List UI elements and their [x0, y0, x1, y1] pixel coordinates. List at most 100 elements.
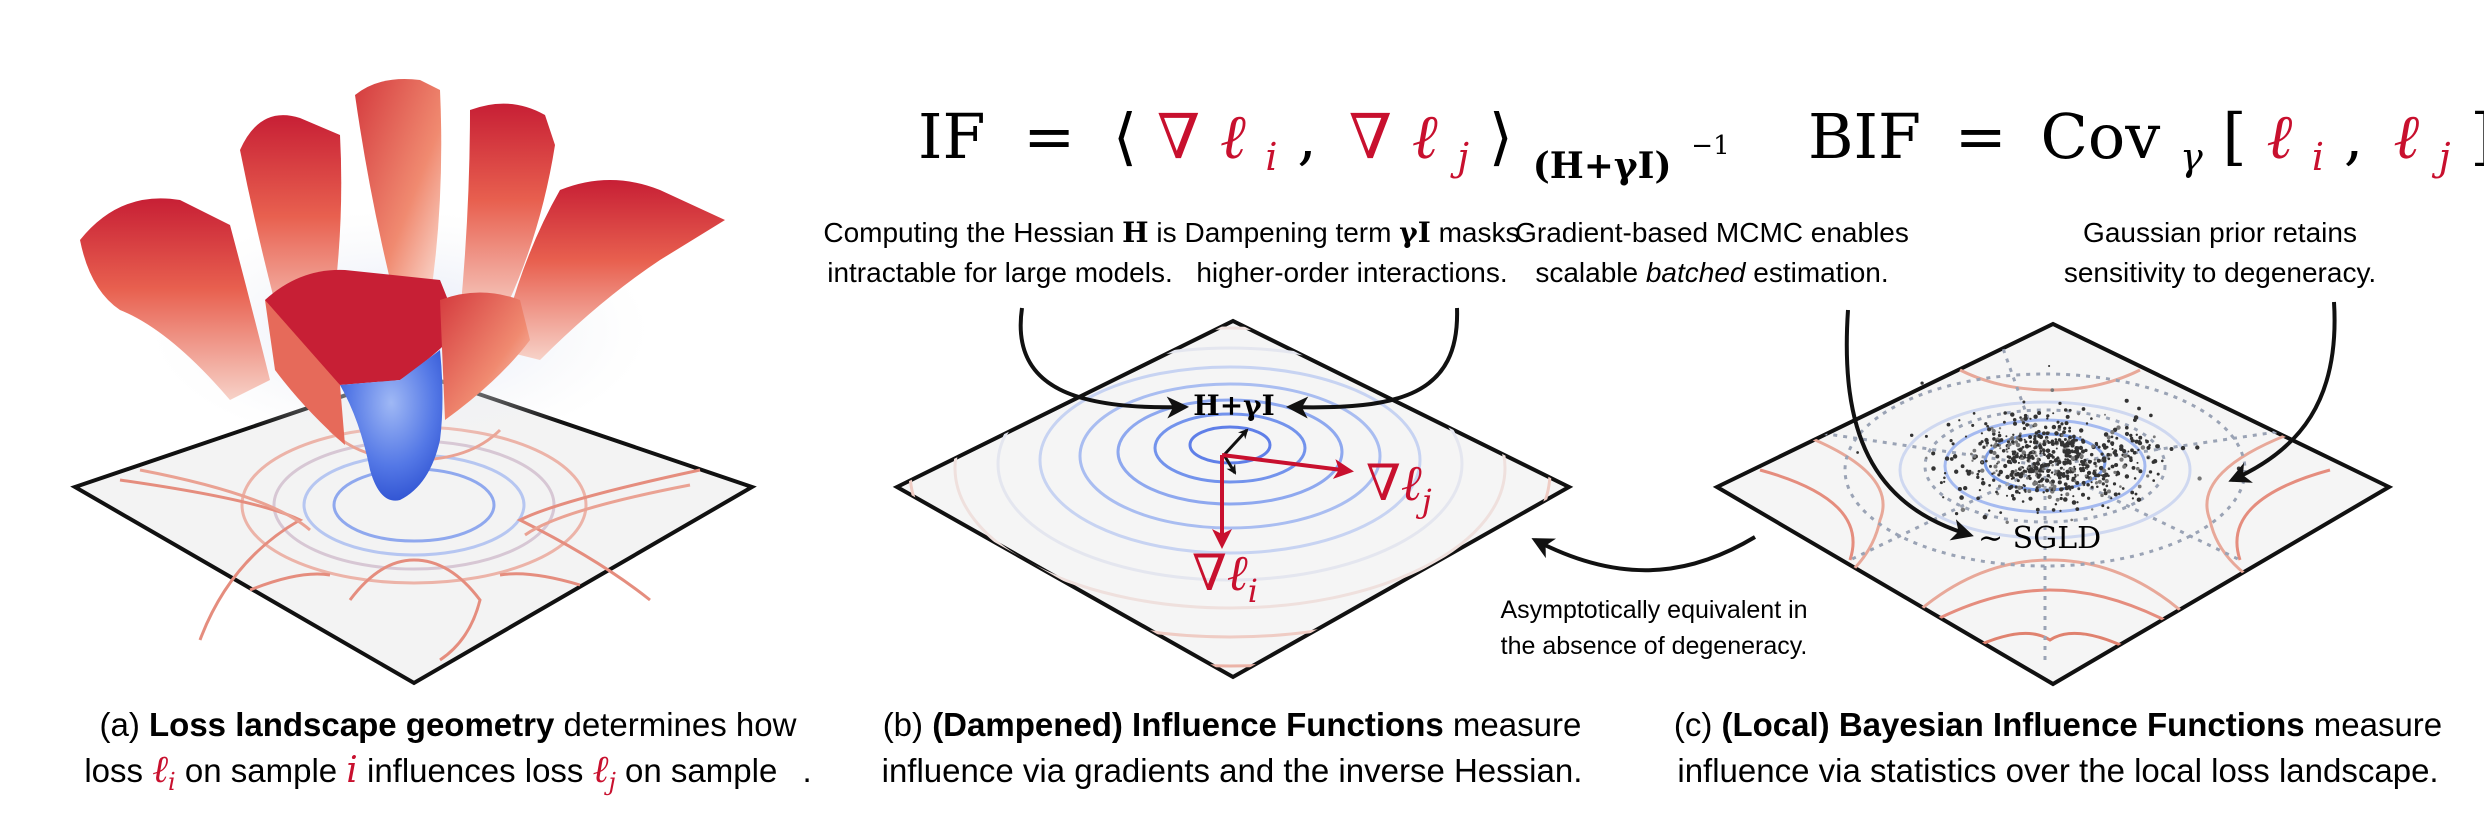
sgld-sample-point — [1986, 424, 1989, 428]
sgld-sample-point — [2066, 448, 2071, 453]
sgld-sample-point — [2134, 492, 2138, 496]
sgld-sample-point — [1856, 451, 1859, 454]
sgld-sample-point — [1963, 485, 1968, 491]
sgld-sample-point — [2074, 445, 2079, 451]
sgld-sample-point — [2003, 463, 2008, 469]
formula-bif-cov: Cov — [2040, 100, 2160, 173]
sgld-sample-point — [1998, 427, 2002, 430]
sgld-sample-point — [2003, 411, 2007, 415]
sgld-sample-point — [1980, 440, 1984, 444]
equivalence-note: Asymptotically equivalent in the absence… — [1500, 596, 1807, 660]
sgld-sample-point — [2077, 487, 2081, 491]
sgld-sample-point — [2106, 506, 2110, 510]
sgld-sample-point — [2066, 475, 2069, 478]
sgld-sample-point — [2098, 465, 2104, 471]
note-mcmc: Gradient-based MCMC enables — [1515, 217, 1909, 248]
formula-bif-sub-j: j — [2432, 135, 2451, 179]
sgld-sample-point — [2050, 388, 2055, 392]
sgld-sample-point — [2029, 417, 2032, 420]
sgld-sample-point — [2045, 488, 2049, 493]
sgld-sample-point — [2083, 458, 2087, 463]
sgld-sample-point — [2096, 485, 2099, 488]
sgld-sample-point — [2058, 401, 2062, 406]
formula-if-nabla-1: ∇ — [1157, 100, 1200, 173]
sgld-sample-point — [2062, 472, 2066, 475]
sgld-sample-point — [1977, 469, 1981, 473]
sgld-sample-point — [2018, 438, 2021, 441]
sgld-sample-point — [2006, 444, 2010, 449]
sgld-sample-point — [2107, 457, 2111, 461]
sgld-sample-point — [2051, 481, 2054, 484]
sgld-sample-point — [2016, 479, 2020, 483]
sgld-sample-point — [2038, 444, 2042, 448]
sgld-sample-point — [2076, 501, 2079, 504]
sgld-sample-point — [2018, 434, 2022, 438]
sgld-sample-point — [2081, 407, 2086, 411]
sgld-sample-point — [2029, 451, 2033, 455]
sgld-sample-point — [1980, 468, 1985, 473]
sgld-sample-point — [1957, 486, 1962, 492]
panel-c-landscape: ∼ SGLD — [1712, 301, 2394, 687]
sgld-sample-point — [2043, 440, 2046, 443]
sgld-sample-point — [1984, 422, 1988, 426]
sgld-sample-point — [2072, 434, 2076, 439]
sgld-sample-point — [2138, 435, 2143, 440]
sgld-sample-point — [2036, 461, 2041, 466]
sgld-sample-point — [2075, 451, 2080, 456]
sgld-sample-point — [2107, 474, 2110, 478]
sgld-sample-point — [2060, 434, 2064, 437]
sgld-sample-point — [2012, 418, 2017, 422]
sgld-sample-point — [2009, 472, 2014, 477]
sgld-sample-point — [2146, 456, 2150, 460]
sgld-sample-point — [2024, 440, 2028, 444]
sgld-sample-point — [2122, 464, 2127, 469]
sgld-sample-point — [2032, 481, 2037, 486]
sgld-sample-point — [2116, 470, 2120, 474]
panel-c-formula: BIF = Cov γ [ ℓ i , ℓ j ] — [1808, 100, 2484, 179]
sgld-sample-point — [2070, 485, 2074, 490]
sgld-sample-point — [2050, 488, 2054, 492]
sgld-sample-point — [2005, 474, 2010, 480]
sgld-sample-point — [1964, 435, 1968, 438]
sgld-sample-point — [2005, 494, 2009, 497]
sgld-sample-point — [2124, 398, 2129, 403]
panel-c-arrow-from-prior-note — [2228, 301, 2337, 483]
sgld-sample-point — [2007, 455, 2012, 459]
sgld-sample-point — [1972, 448, 1977, 453]
sgld-sample-point — [2086, 496, 2091, 500]
sgld-sample-point — [2131, 465, 2136, 470]
formula-if-ell-1: ℓ — [1220, 100, 1246, 173]
sgld-sample-point — [2127, 454, 2130, 458]
sgld-sample-point — [2010, 494, 2015, 498]
caption-b-line2: influence via gradients and the inverse … — [882, 752, 1583, 789]
formula-if-ell-2: ℓ — [1412, 100, 1438, 173]
sgld-sample-point — [2103, 488, 2107, 492]
sgld-sample-point — [1982, 514, 1988, 520]
sgld-sample-point — [2001, 449, 2006, 453]
sgld-sample-point — [2021, 466, 2025, 469]
sgld-sample-point — [1980, 432, 1984, 435]
sgld-sample-point — [2113, 449, 2118, 453]
sgld-sample-point — [2081, 492, 2085, 497]
sgld-sample-point — [1981, 477, 1985, 481]
sgld-sample-point — [2065, 469, 2070, 474]
sgld-sample-point — [2059, 466, 2063, 470]
sgld-sample-point — [2074, 473, 2077, 476]
sgld-sample-point — [2063, 426, 2067, 431]
sgld-sample-point — [2053, 458, 2059, 463]
sgld-sample-point — [2059, 487, 2064, 492]
sgld-sample-point — [2084, 464, 2088, 467]
sgld-sample-point — [2140, 445, 2146, 450]
sgld-sample-point — [2020, 417, 2024, 422]
sgld-sample-point — [1995, 454, 2000, 459]
formula-bif-eq: = — [1955, 100, 2007, 173]
sgld-sample-point — [1976, 496, 1980, 501]
sgld-sample-point — [2077, 412, 2081, 416]
sgld-sample-point — [1990, 426, 1994, 430]
sgld-sample-point — [2127, 450, 2130, 453]
sgld-sample-point — [2073, 479, 2077, 483]
sgld-sample-point — [2068, 426, 2072, 430]
sgld-sample-point — [2137, 448, 2140, 452]
sgld-sample-point — [1972, 412, 1976, 415]
sgld-sample-point — [2074, 455, 2078, 459]
